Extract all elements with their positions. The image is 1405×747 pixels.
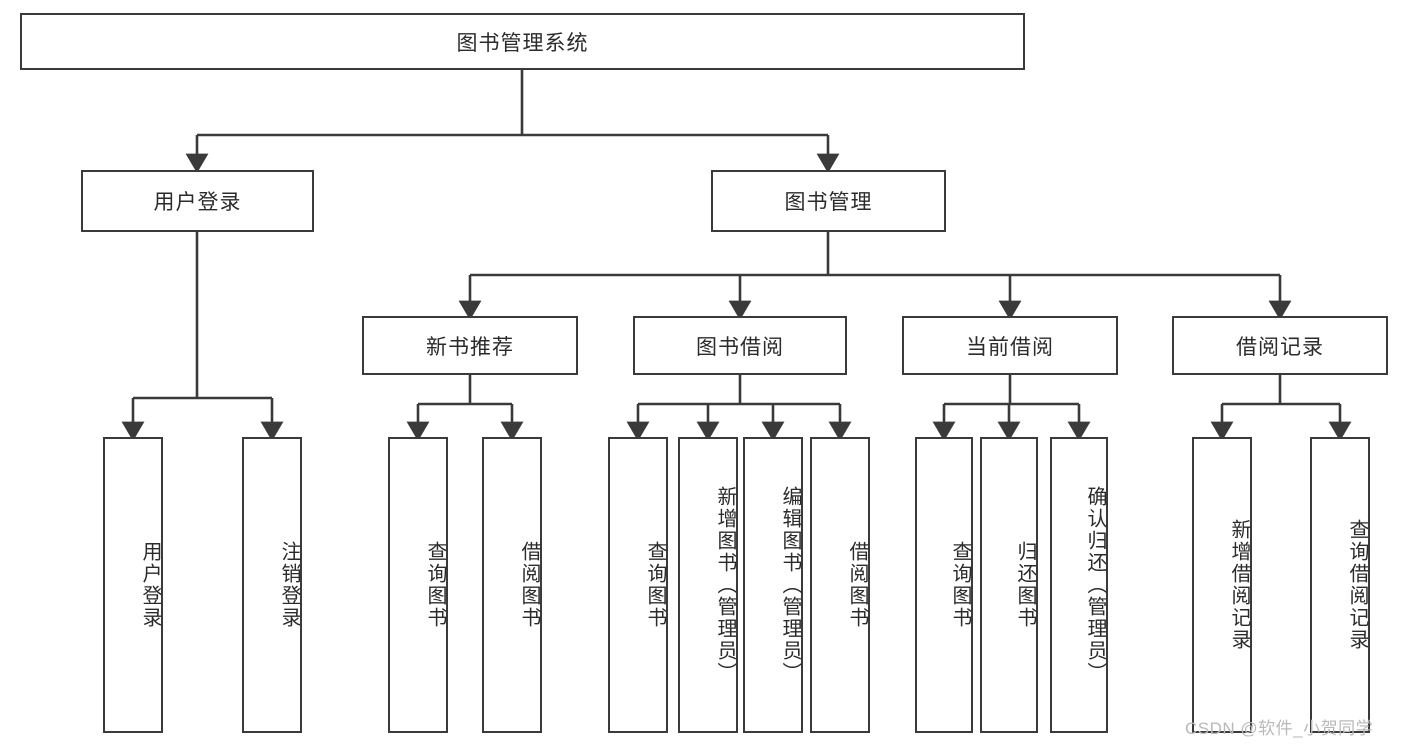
leaf-return-book[interactable]: 归还图书	[980, 437, 1038, 733]
leaf-borrow-book[interactable]: 借阅图书	[810, 437, 870, 733]
leaf-add-book-admin[interactable]: 新增图书（管理员）	[678, 437, 738, 733]
node-label: 借阅图书	[518, 541, 540, 629]
node-label: 图书管理	[784, 191, 873, 214]
node-label: 归还图书	[1014, 541, 1036, 629]
node-label: 查询图书	[949, 541, 971, 629]
node-label: 图书借阅	[696, 335, 784, 359]
leaf-confirm-return-admin[interactable]: 确认归还（管理员）	[1050, 437, 1108, 733]
node-borrow-record[interactable]: 借阅记录	[1172, 316, 1388, 375]
node-label: 新增图书（管理员）	[714, 486, 736, 684]
leaf-query-book-current[interactable]: 查询图书	[915, 437, 973, 733]
leaf-borrow-book-new-recommend[interactable]: 借阅图书	[482, 437, 542, 733]
node-new-book-recommend[interactable]: 新书推荐	[362, 316, 578, 375]
node-root-book-management-system[interactable]: 图书管理系统	[20, 13, 1025, 70]
leaf-add-borrow-record[interactable]: 新增借阅记录	[1192, 437, 1252, 733]
node-label: 新书推荐	[426, 335, 514, 359]
leaf-user-login[interactable]: 用户登录	[103, 437, 163, 733]
node-book-management[interactable]: 图书管理	[711, 170, 946, 232]
node-label: 借阅图书	[846, 541, 868, 629]
node-label: 当前借阅	[966, 335, 1054, 359]
node-label: 图书管理系统	[456, 31, 589, 55]
leaf-edit-book-admin[interactable]: 编辑图书（管理员）	[743, 437, 803, 733]
node-label: 确认归还（管理员）	[1084, 486, 1106, 684]
node-label: 用户登录	[139, 541, 161, 629]
watermark: CSDN @软件_小贺同学	[1185, 719, 1374, 738]
node-label: 查询图书	[424, 541, 446, 629]
node-user-login[interactable]: 用户登录	[81, 170, 314, 232]
node-label: 新增借阅记录	[1228, 519, 1250, 651]
leaf-query-borrow-record[interactable]: 查询借阅记录	[1310, 437, 1370, 733]
node-label: 编辑图书（管理员）	[779, 486, 801, 684]
leaf-query-book-new-recommend[interactable]: 查询图书	[388, 437, 448, 733]
node-book-borrow[interactable]: 图书借阅	[633, 316, 847, 375]
leaf-logout-login[interactable]: 注销登录	[242, 437, 302, 733]
node-current-borrow[interactable]: 当前借阅	[902, 316, 1118, 375]
node-label: 查询图书	[644, 541, 666, 629]
node-label: 查询借阅记录	[1346, 519, 1368, 651]
node-label: 借阅记录	[1236, 335, 1324, 359]
leaf-query-book-borrow[interactable]: 查询图书	[608, 437, 668, 733]
node-label: 用户登录	[153, 191, 242, 214]
node-label: 注销登录	[278, 541, 300, 629]
